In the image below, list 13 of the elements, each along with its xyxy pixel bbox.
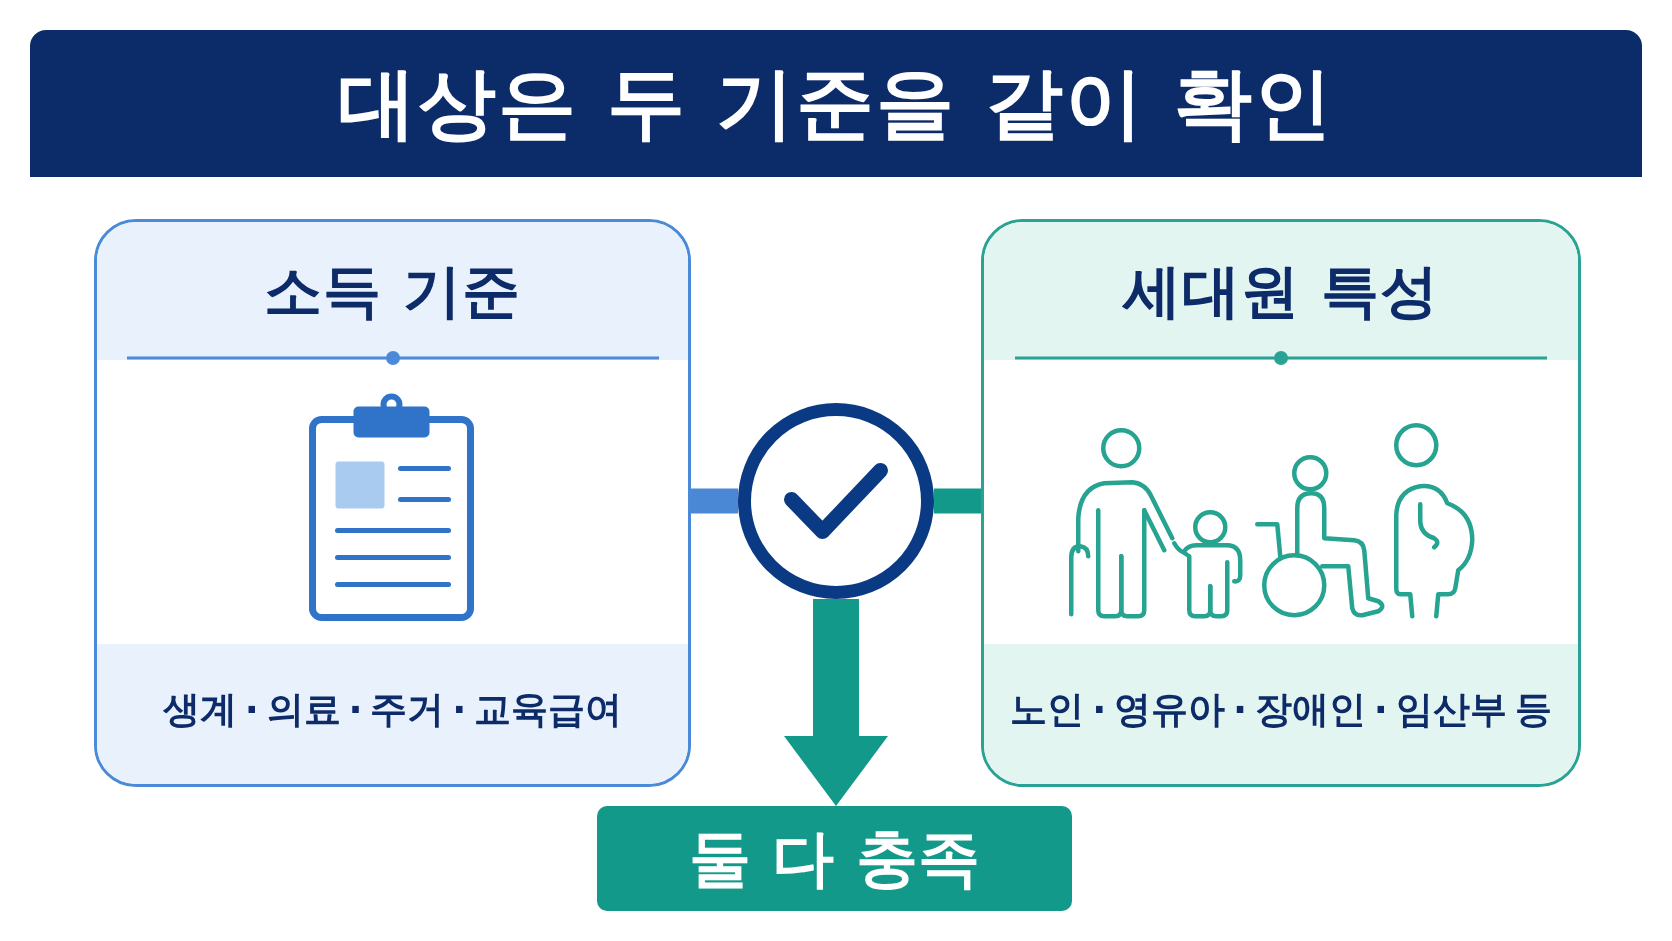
criteria-card — [94, 219, 691, 787]
diagram-title: 대상은 두 기준을 같이 확인 — [337, 60, 1335, 147]
card-title: 세대원 특성 — [1122, 257, 1440, 325]
card-description: 생계 · 의료 · 주거 · 교육급여 — [162, 687, 623, 733]
result-box — [597, 806, 1072, 911]
card-title: 소득 기준 — [263, 257, 522, 325]
connector-bar — [691, 488, 738, 514]
connector-bar — [934, 488, 981, 514]
criteria-card — [981, 219, 1581, 787]
arrow — [784, 599, 888, 806]
check-circle — [738, 403, 934, 599]
card-description: 노인 · 영유아 · 장애인 · 임산부 등 — [1010, 687, 1552, 733]
result-text: 둘 다 충족 — [688, 822, 981, 895]
